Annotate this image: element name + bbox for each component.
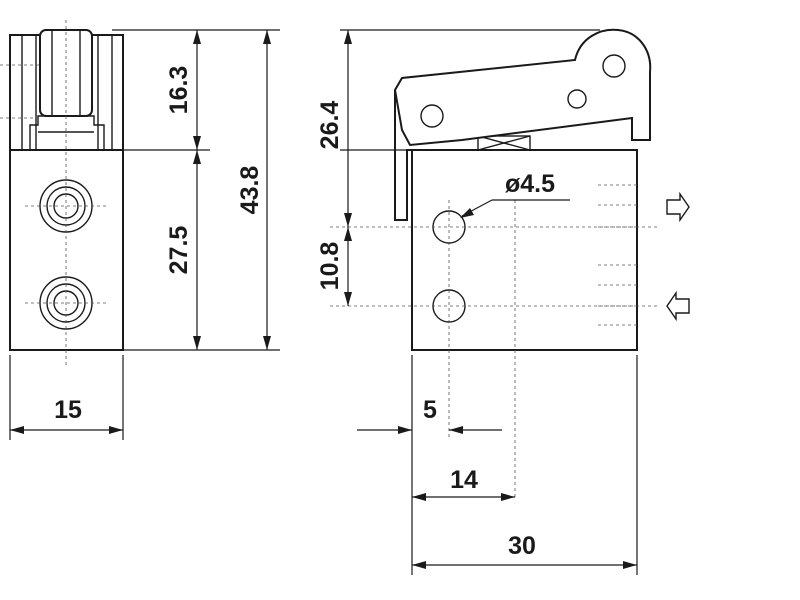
dim-lever-height-label: 26.4 xyxy=(316,101,344,150)
dimension-arrow xyxy=(344,227,352,241)
front-housing-right-rail xyxy=(97,34,113,151)
dim-total-height: 43.8 xyxy=(236,30,271,350)
dimension-arrow xyxy=(398,426,412,434)
front-housing-left-rail xyxy=(21,34,37,151)
lever-hinge-pin xyxy=(420,104,444,128)
dimension-arrow xyxy=(263,336,271,350)
side-extension-lines xyxy=(340,29,638,575)
leader-arrow xyxy=(460,208,474,218)
dim-port-center: 14 xyxy=(412,466,515,501)
dim-roller-height-label: 16.3 xyxy=(165,66,193,115)
dim-front-width-label: 15 xyxy=(54,396,82,424)
dimension-arrow xyxy=(344,213,352,227)
dim-port-offset: 5 xyxy=(357,396,502,434)
dim-port-diameter: ø4.5 xyxy=(460,170,570,218)
dim-port-offset-label: 5 xyxy=(423,396,437,424)
dim-body-height: 27.5 xyxy=(165,150,201,350)
side-view xyxy=(330,28,660,500)
lever-roller-pin xyxy=(602,54,626,78)
dimension-arrow xyxy=(193,150,201,164)
dim-port-spacing: 10.8 xyxy=(316,227,352,306)
inlet-arrow-icon xyxy=(666,290,690,322)
flow-arrows xyxy=(666,191,690,322)
dimension-arrow xyxy=(193,336,201,350)
dimension-arrow xyxy=(193,136,201,150)
plunger-line xyxy=(477,135,531,151)
dimension-arrow xyxy=(623,561,637,569)
dim-lever-height: 26.4 xyxy=(316,30,352,227)
dim-port-spacing-label: 10.8 xyxy=(316,242,344,291)
dim-side-width-label: 30 xyxy=(508,532,536,560)
lever-pivot-pin xyxy=(567,89,587,109)
outlet-arrow-icon xyxy=(666,191,690,223)
dimension-arrow xyxy=(109,426,123,434)
front-body xyxy=(9,149,124,351)
dimension-arrow xyxy=(193,30,201,44)
side-plunger xyxy=(477,135,531,151)
dim-side-width: 30 xyxy=(412,532,637,569)
lever-arm xyxy=(393,28,652,147)
dimension-arrow xyxy=(412,561,426,569)
dim-port-diameter-label: ø4.5 xyxy=(505,170,555,198)
side-body xyxy=(411,149,638,351)
front-roller xyxy=(39,29,93,117)
dim-body-height-label: 27.5 xyxy=(165,226,193,275)
dim-total-height-label: 43.8 xyxy=(236,166,264,215)
hidden-port-lines xyxy=(598,184,637,326)
dimension-arrow xyxy=(501,493,515,501)
front-extension-lines xyxy=(9,29,280,440)
dim-front-width: 15 xyxy=(10,396,123,434)
dimension-arrow xyxy=(344,30,352,44)
dimension-arrow xyxy=(344,292,352,306)
dimension-arrow xyxy=(412,493,426,501)
dimension-arrow xyxy=(10,426,24,434)
dim-roller-height: 16.3 xyxy=(165,30,201,150)
dimension-arrow xyxy=(263,30,271,44)
front-view xyxy=(0,20,124,365)
dim-port-center-label: 14 xyxy=(450,466,478,494)
dimension-arrow xyxy=(449,426,463,434)
